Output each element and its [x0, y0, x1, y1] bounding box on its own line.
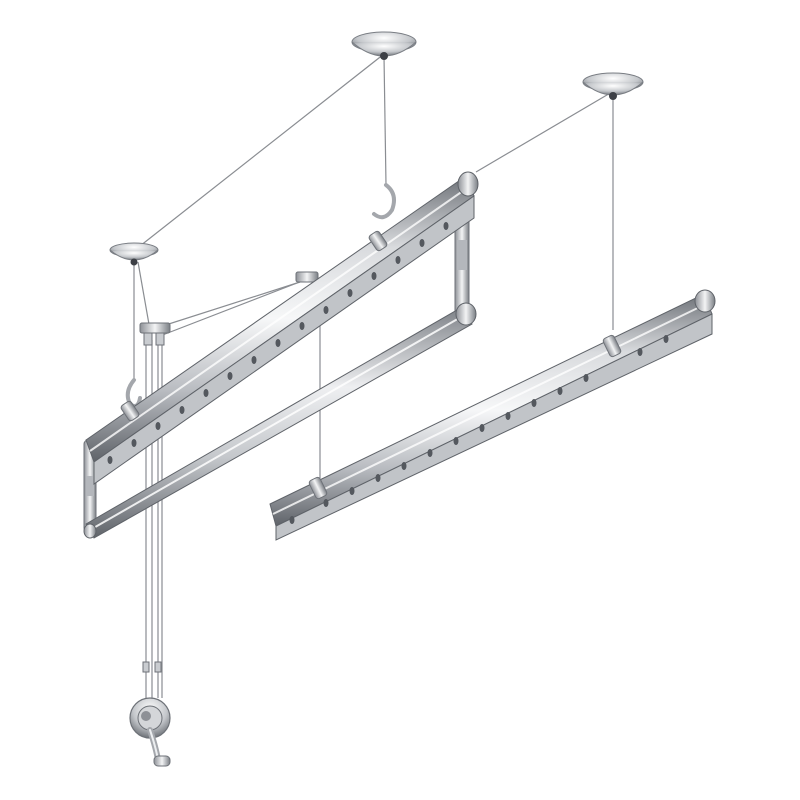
- ceiling-mount-3: [109, 242, 159, 266]
- ceiling-mount-1: [351, 31, 417, 60]
- cable-connectors: [142, 661, 162, 673]
- upper-slotted-bar: [85, 171, 479, 485]
- lower-round-rod: [83, 302, 477, 539]
- wire: [159, 277, 311, 337]
- wire: [475, 91, 613, 173]
- crank-handle: [129, 697, 171, 767]
- hook-upper: [372, 183, 396, 220]
- bar-holes: [289, 335, 669, 524]
- pulley-mechanism: [139, 271, 319, 346]
- wire: [383, 55, 387, 186]
- wire: [137, 261, 151, 331]
- wire: [149, 281, 301, 331]
- bar-holes: [107, 222, 449, 464]
- rear-slotted-bar: [269, 289, 716, 541]
- ceiling-mount-2: [582, 72, 644, 100]
- wire: [139, 53, 385, 247]
